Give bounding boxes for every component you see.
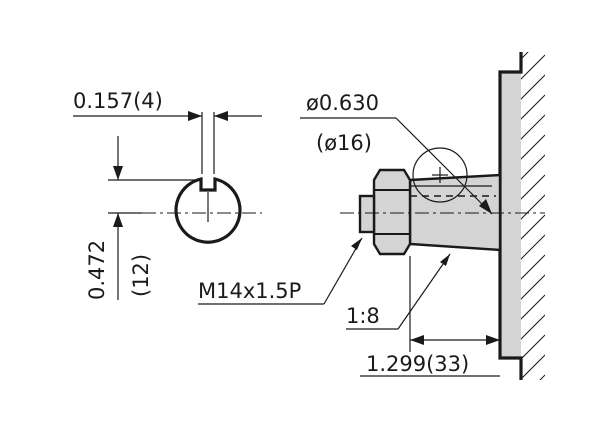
- diameter-leader: [395, 117, 493, 215]
- shaft-section-view: 0.157(4) 0.472 (12): [73, 89, 262, 300]
- key-height-arrow-bottom: [113, 213, 123, 227]
- diameter-label-in: ø0.630: [306, 91, 379, 115]
- taper-label: 1:8: [346, 304, 380, 328]
- key-width-arrow-right: [214, 111, 228, 121]
- key-height-label-mm: (12): [129, 254, 153, 297]
- wall-hatching: [521, 52, 545, 380]
- diameter-callout-circle: [412, 147, 468, 203]
- length-arrow-right: [486, 335, 500, 345]
- hex-nut: [372, 168, 412, 256]
- threaded-end: [358, 194, 376, 234]
- diameter-arrow: [479, 199, 492, 214]
- shaft-side-view: ø0.630 (ø16) M14x1.5P 1:8 1.299(33): [198, 52, 545, 380]
- key-width-arrow-left: [188, 111, 202, 121]
- length-label: 1.299(33): [366, 352, 469, 376]
- key-height-arrow-top: [113, 166, 123, 180]
- key-height-label-in: 0.472: [85, 240, 109, 300]
- thread-arrow: [351, 238, 362, 250]
- taper-arrow: [440, 254, 450, 266]
- key-width-label: 0.157(4): [73, 89, 163, 113]
- flange-fill: [500, 72, 521, 358]
- length-arrow-left: [410, 335, 424, 345]
- taper-leader: [397, 253, 451, 330]
- diameter-label-mm: (ø16): [316, 131, 372, 155]
- thread-label: M14x1.5P: [198, 279, 301, 303]
- shaft-circle: [174, 176, 242, 244]
